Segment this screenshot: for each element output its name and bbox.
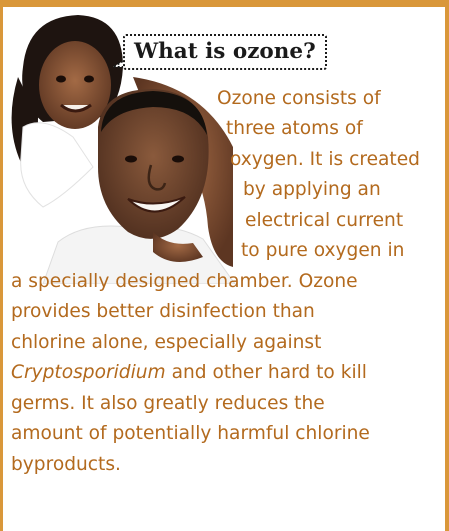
- body-line: amount of potentially harmful chlorine: [11, 423, 370, 444]
- body-line: oxygen. It is created: [230, 149, 420, 170]
- body-line: Cryptosporidium and other hard to kill: [11, 361, 367, 384]
- body-line: byproducts.: [11, 454, 121, 475]
- body-line: electrical current: [245, 210, 404, 231]
- body-line: by applying an: [243, 179, 381, 200]
- speech-bubble-title: What is ozone?: [123, 34, 327, 70]
- body-line: a specially designed chamber. Ozone: [11, 271, 358, 292]
- body-line: germs. It also greatly reduces the: [11, 393, 325, 414]
- body-line: provides better disinfection than: [11, 301, 315, 322]
- body-line: chlorine alone, especially against: [11, 332, 322, 353]
- body-line: Ozone consists of: [217, 88, 381, 109]
- cryptosporidium-term: Cryptosporidium: [11, 362, 166, 383]
- body-line: three atoms of: [226, 118, 363, 139]
- body-line: to pure oxygen in: [241, 240, 405, 261]
- body-line-rest: and other hard to kill: [165, 362, 367, 383]
